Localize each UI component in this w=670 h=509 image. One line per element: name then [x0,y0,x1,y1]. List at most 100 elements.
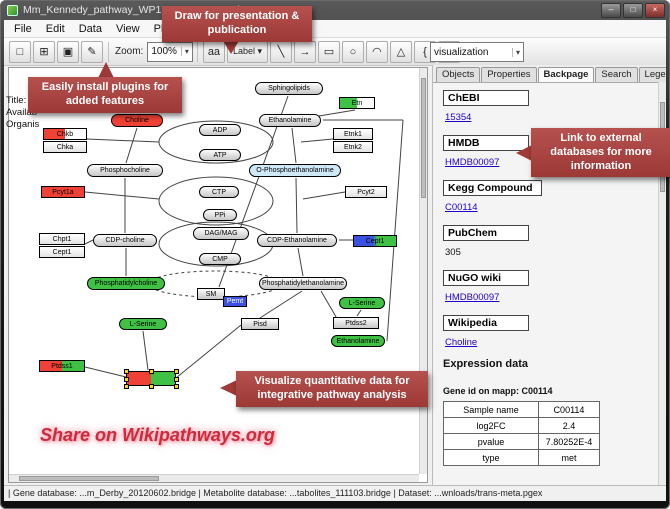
pathway-node-l-serine[interactable]: L-Serine [119,318,167,330]
pathway-node-phosphatidylethanolamine[interactable]: Phosphatidylethanolamine [259,277,347,290]
file-tool-group: □⊞▣✎ [8,40,104,63]
minimize-button[interactable]: – [601,3,621,18]
status-bar: | Gene database: ...m_Derby_20120602.bri… [4,485,666,501]
section-header: Kegg Compound [443,180,542,196]
table-cell: log2FC [443,417,539,434]
selection-handle[interactable] [124,369,129,374]
new-file-button[interactable]: □ [9,40,31,63]
pathway-node-pemt[interactable]: Pemt [223,296,247,307]
selection-handle[interactable] [174,376,179,382]
external-link[interactable]: Choline [445,337,478,348]
selection-handle[interactable] [149,369,154,374]
canvas-vertical-scrollbar[interactable] [419,68,427,474]
pathway-node-cept1[interactable]: Cept1 [39,246,85,258]
pathway-node-phosphatidylcholine[interactable]: Phosphatidylcholine [87,277,165,290]
pathway-node-etnk1[interactable]: Etnk1 [333,128,373,140]
pathway-node-cdp-choline[interactable]: CDP-choline [93,234,157,247]
panel-tabs: ObjectsPropertiesBackpageSearchLegend [433,65,666,82]
pathway-node-sm[interactable]: SM [197,288,225,300]
pathway-node-dag-mag[interactable]: DAG/MAG [193,227,249,240]
pathway-node-chkb[interactable]: Chkb [43,128,87,140]
menu-item-edit[interactable]: Edit [45,22,65,35]
pathway-node-sphingolipids[interactable]: Sphingolipids [255,82,323,95]
pathway-node-o-phosphoethanolamine[interactable]: O-Phosphoethanolamine [249,164,341,177]
close-button[interactable]: × [645,3,665,18]
canvas-horizontal-scrollbar[interactable] [9,474,419,482]
line-tool[interactable]: ╲ [269,40,292,63]
triangle-tool[interactable]: △ [389,40,412,63]
callout-visualize: Visualize quantitative data for integrat… [236,371,428,407]
oval-tool[interactable]: ○ [341,40,364,63]
pathway-node-ethanolamine[interactable]: Ethanolamine [259,114,321,127]
pathway-node-cdp-ethanolamine[interactable]: CDP-Ethanolamine [257,234,337,247]
pathway-node-chpt1[interactable]: Chpt1 [39,233,85,245]
pathway-node-cmp[interactable]: CMP [199,253,241,265]
open-file-button[interactable]: ⊞ [33,40,55,63]
selection-handle[interactable] [174,384,179,389]
rectangle-tool[interactable]: ▭ [317,40,340,63]
callout-draw: Draw for presentation & publication [162,6,312,42]
external-link[interactable]: HMDB00097 [445,292,500,303]
pathway-node-etn[interactable]: Etn [339,97,375,109]
scrollbar-thumb[interactable] [421,78,426,198]
pathway-node-pcyt2[interactable]: Pcyt2 [345,186,387,198]
section-header: Wikipedia [443,315,529,331]
pathway-node-ctp[interactable]: CTP [199,186,239,198]
pathway-node-ethanolamine[interactable]: Ethanolamine [331,335,385,347]
external-link[interactable]: C00114 [445,202,478,213]
pathway-info-label: Organis [6,119,40,130]
zoom-value: 100% [151,46,177,57]
pathway-node-ptdss2[interactable]: Ptdss2 [333,317,379,329]
table-cell: pvalue [443,433,539,450]
pathway-node-etnk2[interactable]: Etnk2 [333,141,373,153]
tab-backpage[interactable]: Backpage [537,67,595,82]
callout-visualize-pointer [220,380,237,396]
title-bar[interactable]: Mm_Kennedy_pathway_WP1771_45176.gpml –□× [0,0,670,20]
save-button[interactable]: ▣ [57,40,79,63]
tab-legend[interactable]: Legend [638,67,666,82]
menu-bar: FileEditDataViewPluginsHelp [4,20,666,38]
tab-properties[interactable]: Properties [481,67,537,82]
selection-handle[interactable] [174,369,179,374]
menu-item-data[interactable]: Data [78,22,102,35]
table-cell: 2.4 [538,417,600,434]
pathway-node-choline[interactable]: Choline [111,114,163,127]
pathway-node-chka[interactable]: Chka [43,141,87,153]
share-banner: Share on Wikipathways.org [40,425,275,445]
section-header: NuGO wiki [443,270,529,286]
selection-handle[interactable] [124,376,129,382]
external-link[interactable]: 15354 [445,112,472,123]
pathway-node-cept1[interactable]: Cept1 [353,235,397,247]
app-icon [7,4,18,16]
menu-item-file[interactable]: File [14,22,32,35]
selection-handle[interactable] [149,384,154,389]
pathway-node-phosphocholine[interactable]: Phosphocholine [87,164,163,177]
callout-external-links: Link to external databases for more info… [531,128,670,178]
pathway-node-adp[interactable]: ADP [199,124,241,136]
pathway-node-atp[interactable]: ATP [199,149,241,161]
zoom-select[interactable]: 100% ▾ [147,41,193,62]
edit-button[interactable]: ✎ [81,40,103,63]
tab-objects[interactable]: Objects [436,67,481,82]
pathway-node-selected[interactable] [124,369,179,389]
selection-handle[interactable] [124,384,129,389]
scrollbar-thumb[interactable] [19,476,159,481]
external-link[interactable]: HMDB00097 [445,157,500,168]
maximize-button[interactable]: □ [623,3,643,18]
arc-tool[interactable]: ◠ [365,40,388,63]
pathway-node-pisd[interactable]: Pisd [241,318,279,330]
pathway-node-ptdss1[interactable]: Ptdss1 [39,360,85,372]
tab-search[interactable]: Search [595,67,638,82]
pathway-node-pcyt1a[interactable]: Pcyt1a [41,186,85,198]
visualization-select[interactable]: visualization ▾ [430,42,524,62]
pathway-node-l-serine[interactable]: L-Serine [339,297,385,309]
arrow-tool[interactable]: → [293,40,316,63]
menu-item-view[interactable]: View [115,22,140,35]
pathway-node-ppi[interactable]: PPi [203,209,237,221]
